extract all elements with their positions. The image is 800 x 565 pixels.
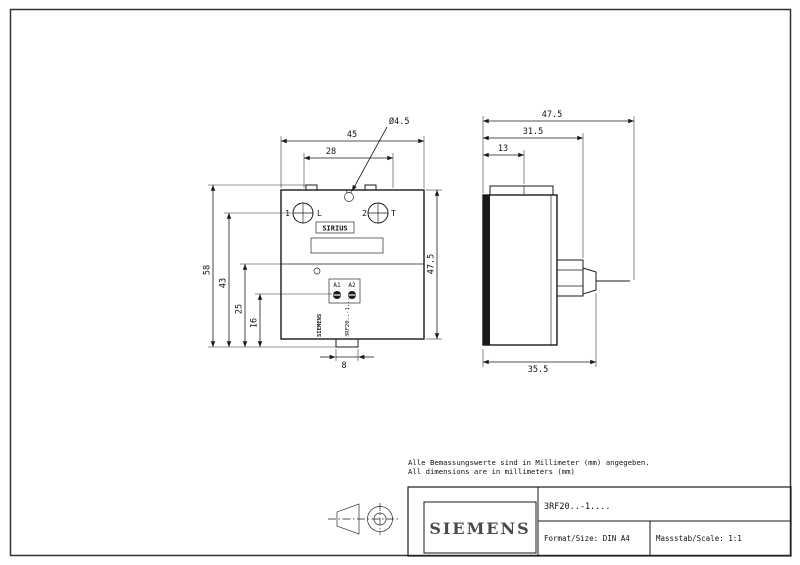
dim-label-25: 25 [235,304,245,314]
page-border [9,8,792,557]
dim-depth-13: 13 [483,144,525,184]
projection-symbol [328,503,399,535]
dim-tab-width-8: 8 [320,349,374,371]
aux-terminal-a1-label: A1 [333,282,341,289]
dim-label-475-side: 47.5 [542,110,562,120]
sirius-logo-text: SIRIUS [322,225,347,233]
dim-label-315: 31.5 [523,127,543,137]
vertical-type-text: 3RF20..-1... [345,297,351,337]
vertical-brand-text: SIEMENS [317,314,323,337]
dim-height-25: 25 [235,263,281,347]
dim-label-43: 43 [219,278,229,288]
dim-hole-dia: Ø4.5 [351,116,409,192]
cable-lug [582,267,597,295]
terminal-t-label: T [391,209,396,218]
device-body-front [280,189,425,340]
terminal-screw-2 [367,202,389,224]
dim-width-355: 35.5 [482,293,597,375]
dim-label-13: 13 [498,144,508,154]
terminal-1-label: 1 [285,209,290,218]
title-block-format: Format/Size: DIN A4 [544,534,630,543]
dim-hole-spacing-28: 28 [303,147,394,188]
mounting-hole [344,192,354,202]
label-window [310,237,384,254]
dim-label-355: 35.5 [528,365,548,375]
aux-terminal-a2-label: A2 [348,282,356,289]
dim-height-43: 43 [219,212,292,347]
dim-width-45: 45 [280,130,425,188]
dim-depth-315: 31.5 [483,127,584,258]
top-lug-left [305,184,318,191]
front-view-outline: 1 L 2 T SIRIUS A1 A2 3RF2 [280,184,425,348]
device-body-side [482,194,558,346]
title-block-type: 3RF20..-1.... [544,502,611,512]
projection-cone [336,503,360,535]
dim-label-475-front: 47.5 [427,254,437,274]
notes: Alle Bemassungswerte sind in Millimeter … [408,458,650,476]
terminal-block-side [556,259,584,297]
side-view: 47.5 31.5 13 35.5 [482,110,635,375]
control-terminal-block: A1 A2 [328,278,361,304]
title-block: SIEMENS 3RF20..-1.... Format/Size: DIN A… [407,486,792,557]
dim-label-28: 28 [326,147,336,157]
bottom-tab [335,338,359,348]
siemens-logo: SIEMENS [429,519,530,538]
brand-logo-box [423,501,537,554]
front-view: 1 L 2 T SIRIUS A1 A2 3RF2 [203,116,442,371]
top-lug-right [364,184,377,191]
side-view-outline [482,185,630,346]
dim-label-dia45: Ø4.5 [389,116,409,127]
status-led [313,267,321,275]
note-en: All dimensions are in millimeters (mm) [408,467,575,476]
terminal-screw-1 [292,202,314,224]
sirius-badge-box [315,221,355,234]
title-block-scale: Massstab/Scale: 1:1 [656,534,742,543]
dim-body-height-475: 47.5 [426,189,442,340]
dim-label-16: 16 [250,318,260,328]
dim-label-58: 58 [203,265,213,275]
note-de: Alle Bemassungswerte sind in Millimeter … [408,458,650,467]
dim-label-8: 8 [341,361,346,371]
dim-label-45: 45 [347,130,357,140]
heatsink-band [483,195,490,345]
terminal-l-label: L [317,209,322,218]
terminal-2-label: 2 [362,209,367,218]
dim-height-58: 58 [203,184,336,348]
dim-height-16: 16 [250,293,332,347]
top-cap [489,185,554,196]
